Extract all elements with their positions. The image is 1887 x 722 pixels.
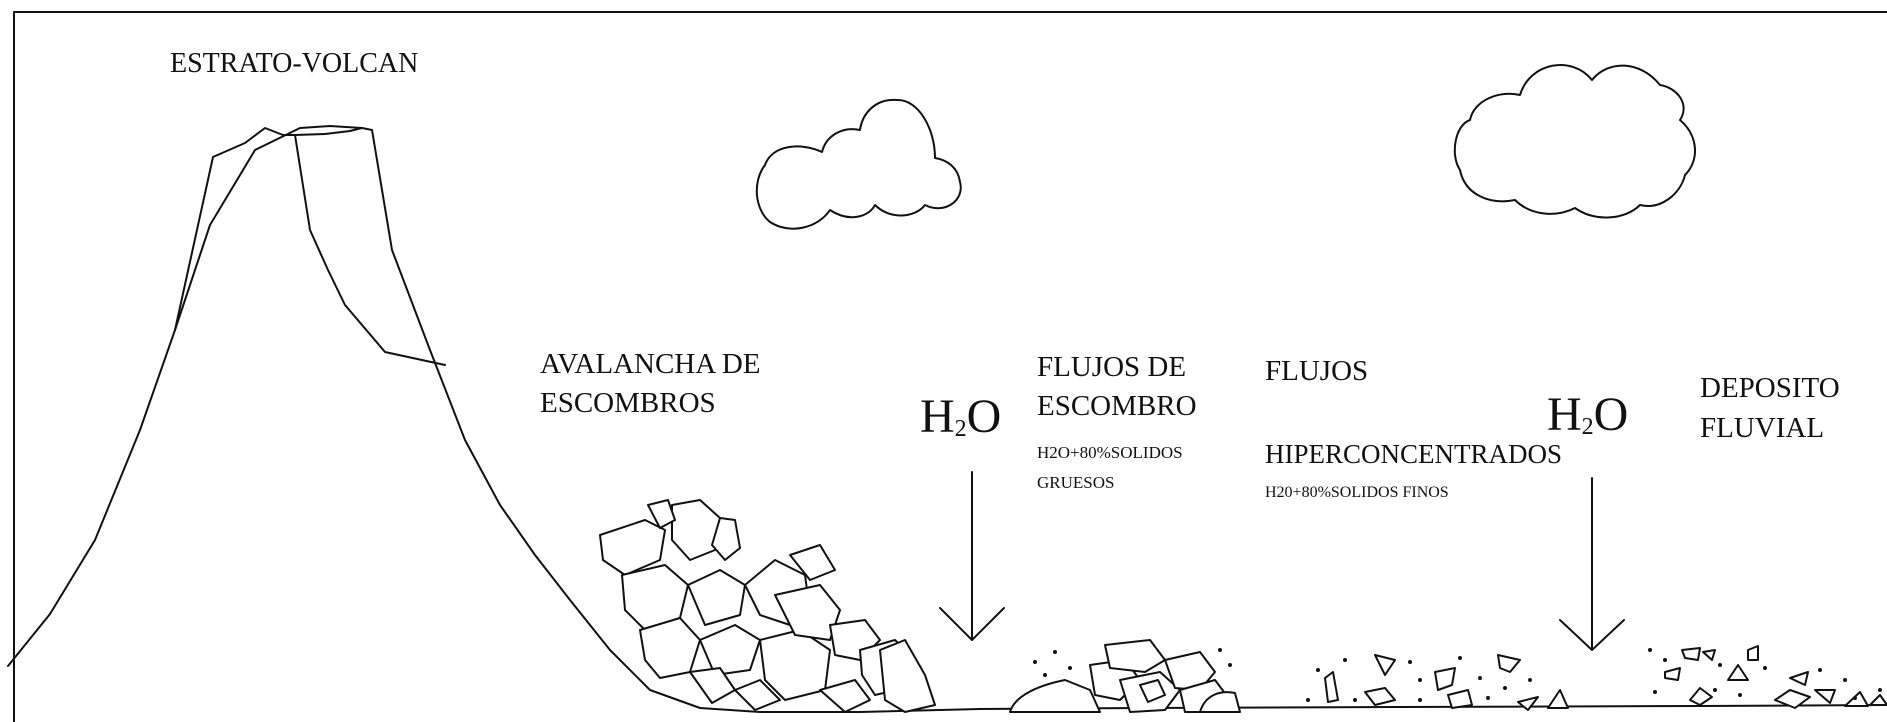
rock-icon	[1497, 654, 1521, 673]
hyperconcentrated-label-line1: FLUJOS	[1265, 355, 1368, 387]
rock-icon	[1447, 689, 1473, 709]
volcano-label: ESTRATO-VOLCAN	[170, 48, 418, 79]
debris-flow-label: FLUJOS DE ESCOMBRO H2O+80%SOLIDOS GRUESO…	[1037, 351, 1197, 492]
rock-icon	[1814, 689, 1836, 704]
water-symbol-o: O	[967, 390, 1002, 443]
rock-icon	[1164, 651, 1216, 691]
rock-icon	[879, 639, 936, 713]
cloud-icon	[755, 98, 962, 230]
rock-icon	[1689, 687, 1713, 706]
hyperconcentrated-note: H20+80%SOLIDOS FINOS	[1265, 484, 1449, 501]
fluvial-deposit-label-line1: DEPOSITO	[1700, 372, 1840, 404]
rock-icon	[647, 499, 676, 529]
rock-icon	[1702, 649, 1716, 661]
rock-icon	[1104, 639, 1166, 673]
rock-icon	[1727, 664, 1749, 681]
fluvial-deposit-label: DEPOSITO FLUVIAL	[1700, 372, 1840, 444]
volcano-icon	[174, 127, 446, 366]
rock-icon	[1364, 687, 1396, 706]
rock-icon	[1789, 671, 1809, 686]
rock-icon	[1774, 689, 1811, 709]
hyperconcentrated-label-line2: HIPERCONCENTRADOS	[1265, 439, 1562, 469]
avalanche-label-line1: AVALANCHA DE	[540, 348, 761, 380]
water-subscript: 2	[955, 416, 967, 442]
rock-icon	[819, 679, 871, 713]
rock-icon	[1681, 647, 1701, 661]
rock-icon	[1324, 671, 1339, 703]
water-symbol-o: O	[1594, 388, 1629, 441]
debris-flow-label-line1: FLUJOS DE	[1037, 351, 1186, 383]
debris-flow-note-line1: H2O+80%SOLIDOS	[1037, 443, 1183, 462]
fluvial-deposit-label-line2: FLUVIAL	[1700, 412, 1824, 444]
avalanche-label: AVALANCHA DE ESCOMBROS	[540, 348, 761, 419]
debris-flow-deposit	[1009, 639, 1241, 713]
rock-icon	[687, 569, 746, 626]
ground-profile	[7, 125, 1887, 713]
water-label-left: H2O	[920, 390, 1001, 443]
water-subscript: 2	[1582, 414, 1594, 440]
debris-flow-label-line2: ESCOMBRO	[1037, 390, 1197, 422]
svg-text:H2O: H2O	[920, 390, 1001, 443]
down-arrow-icon	[939, 471, 1005, 641]
rock-icon	[789, 544, 836, 581]
rock-icon	[1664, 667, 1681, 681]
cloud-icon	[1453, 64, 1697, 219]
svg-text:H2O: H2O	[1547, 388, 1628, 441]
rock-icon	[1374, 654, 1396, 676]
avalanche-label-line2: ESCOMBROS	[540, 387, 716, 419]
hyperconcentrated-label: FLUJOS HIPERCONCENTRADOS H20+80%SOLIDOS …	[1265, 355, 1562, 501]
rock-icon	[1517, 696, 1539, 711]
rock-icon	[711, 517, 741, 561]
rock-icon	[1747, 645, 1759, 661]
hyperconcentrated-deposit	[1306, 654, 1569, 711]
rock-icon	[671, 499, 721, 561]
water-symbol-h: H	[1547, 388, 1582, 441]
water-label-right: H2O	[1547, 388, 1628, 441]
rock-icon	[734, 679, 781, 711]
avalanche-debris	[599, 499, 936, 713]
rock-icon	[1869, 694, 1887, 706]
fluvial-deposit	[1648, 645, 1887, 709]
water-symbol-h: H	[920, 390, 955, 443]
down-arrow-icon	[1559, 477, 1625, 651]
rock-icon	[1139, 679, 1166, 703]
rock-icon	[639, 617, 701, 679]
rock-icon	[1434, 667, 1456, 691]
rock-icon	[599, 519, 666, 576]
debris-flow-note-line2: GRUESOS	[1037, 473, 1114, 492]
diagram-frame	[13, 11, 1887, 722]
rock-icon	[1547, 689, 1569, 709]
rock-icon	[699, 624, 761, 676]
